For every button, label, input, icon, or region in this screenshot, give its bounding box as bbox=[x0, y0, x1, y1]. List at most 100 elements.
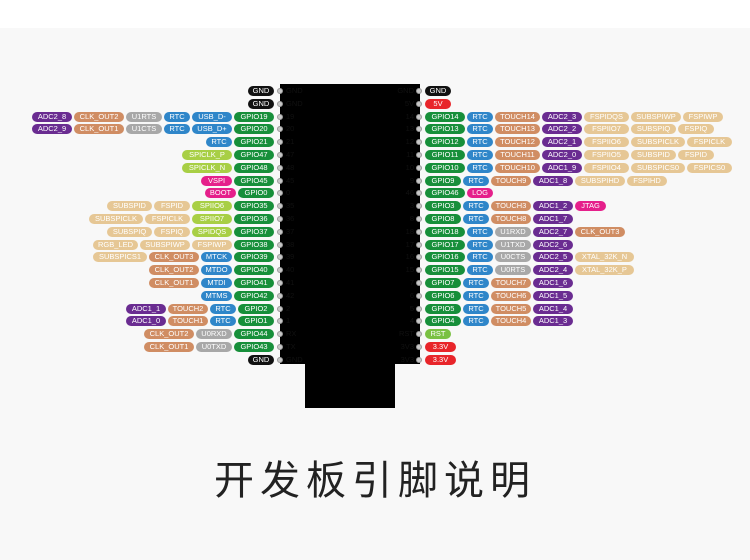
pin-label-rtc: RTC bbox=[463, 201, 489, 211]
pin-label-gpio16: GPIO16 bbox=[425, 252, 465, 262]
pin-label-mtdo: MTDO bbox=[201, 265, 232, 275]
pin-label-vspi: VSPI bbox=[201, 176, 232, 186]
page-title: 开发板引脚说明 bbox=[214, 458, 536, 504]
pin-header-dot bbox=[416, 88, 422, 94]
pin-label-fspiq: FSPIQ bbox=[154, 227, 190, 237]
pin-header-dot bbox=[416, 139, 422, 145]
pin-header-dot bbox=[277, 126, 283, 132]
pin-label-fspiq: FSPIQ bbox=[678, 124, 714, 134]
pin-label-gpio45: GPIO45 bbox=[234, 176, 274, 186]
pin-label-gpio8: GPIO8 bbox=[425, 214, 461, 224]
pin-header-dot bbox=[277, 190, 283, 196]
pin-label-gnd: GND bbox=[248, 86, 274, 96]
pin-number: 39 bbox=[286, 252, 295, 261]
pin-header-dot bbox=[416, 190, 422, 196]
pin-label-gpio17: GPIO17 bbox=[425, 240, 465, 250]
pin-label-gpio2: GPIO2 bbox=[238, 304, 274, 314]
pin-number: 3 bbox=[409, 201, 414, 210]
pin-label-usb-d: USB_D+ bbox=[192, 124, 232, 134]
pin-label-u1rts: U1RTS bbox=[126, 112, 162, 122]
pin-label-gpio39: GPIO39 bbox=[234, 252, 274, 262]
pin-label-rtc: RTC bbox=[467, 227, 493, 237]
pin-label-rtc: RTC bbox=[463, 278, 489, 288]
pin-number: 9 bbox=[409, 176, 414, 185]
pin-number: 16 bbox=[405, 252, 414, 261]
pin-label-adc1-5: ADC1_5 bbox=[533, 291, 573, 301]
pin-header-dot bbox=[416, 165, 422, 171]
pin-label-touch8: TOUCH8 bbox=[491, 214, 531, 224]
pin-header-dot bbox=[277, 203, 283, 209]
pin-label-adc1-6: ADC1_6 bbox=[533, 278, 573, 288]
pin-label-gpio0: GPIO0 bbox=[238, 188, 274, 198]
pin-label-adc1-9: ADC1_9 bbox=[542, 163, 582, 173]
pin-number: 38 bbox=[286, 240, 295, 249]
pin-label-gpio19: GPIO19 bbox=[234, 112, 274, 122]
pin-label-boot: BOOT bbox=[205, 188, 236, 198]
pin-label-xtal-32k-n: XTAL_32K_N bbox=[575, 252, 634, 262]
pin-label-gpio15: GPIO15 bbox=[425, 265, 465, 275]
pin-label-touch6: TOUCH6 bbox=[491, 291, 531, 301]
pin-label-gpio9: GPIO9 bbox=[425, 176, 461, 186]
pin-header-dot bbox=[416, 101, 422, 107]
pin-label-gpio36: GPIO36 bbox=[234, 214, 274, 224]
pin-label-rtc: RTC bbox=[463, 316, 489, 326]
pin-label-touch7: TOUCH7 bbox=[491, 278, 531, 288]
pin-number: 45 bbox=[286, 176, 295, 185]
pin-label-subspiclk: SUBSPICLK bbox=[631, 137, 685, 147]
pin-header-dot bbox=[277, 306, 283, 312]
pin-header-dot bbox=[277, 331, 283, 337]
pin-label-gpio42: GPIO42 bbox=[234, 291, 274, 301]
pin-label-rtc: RTC bbox=[467, 265, 493, 275]
pin-label-fspiio4: FSPIIO4 bbox=[584, 163, 629, 173]
pin-header-dot bbox=[416, 344, 422, 350]
pin-number: 36 bbox=[286, 214, 295, 223]
pin-header-dot bbox=[277, 152, 283, 158]
pin-header-dot bbox=[416, 293, 422, 299]
pin-label-adc1-2: ADC1_2 bbox=[533, 201, 573, 211]
pin-number: GND bbox=[286, 86, 303, 95]
pin-label-adc2-0: ADC2_0 bbox=[542, 150, 582, 160]
pin-number: 48 bbox=[286, 163, 295, 172]
pin-number: 20 bbox=[286, 124, 295, 133]
pin-label-subspid: SUBSPID bbox=[107, 201, 152, 211]
pin-label-gpio7: GPIO7 bbox=[425, 278, 461, 288]
pin-label-adc1-1: ADC1_1 bbox=[126, 304, 166, 314]
pin-label-rtc: RTC bbox=[164, 124, 190, 134]
pin-label-gpio44: GPIO44 bbox=[234, 329, 274, 339]
pin-header-dot bbox=[277, 318, 283, 324]
pin-header-dot bbox=[277, 242, 283, 248]
pin-label-adc1-7: ADC1_7 bbox=[533, 214, 573, 224]
pin-number: 5V bbox=[404, 99, 414, 108]
pin-label-adc1-4: ADC1_4 bbox=[533, 304, 573, 314]
pin-header-dot bbox=[277, 280, 283, 286]
pin-label-mtdi: MTDI bbox=[201, 278, 232, 288]
pin-label-fspiclk: FSPICLK bbox=[145, 214, 190, 224]
pin-number: GND bbox=[286, 355, 303, 364]
pin-number: 47 bbox=[286, 150, 295, 159]
pin-label-spiclk-p: SPICLK_P bbox=[182, 150, 232, 160]
pin-header-dot bbox=[416, 280, 422, 286]
pin-header-dot bbox=[416, 152, 422, 158]
pin-label-adc2-4: ADC2_4 bbox=[533, 265, 573, 275]
pin-label-fspiio6: FSPIIO6 bbox=[584, 137, 629, 147]
pin-number: 7 bbox=[409, 278, 414, 287]
pin-label-clk-out3: CLK_OUT3 bbox=[575, 227, 625, 237]
pin-label-gpio43: GPIO43 bbox=[234, 342, 274, 352]
pin-number: GND bbox=[286, 99, 303, 108]
pin-label-gpio10: GPIO10 bbox=[425, 163, 465, 173]
pin-label-subspiq: SUBSPIQ bbox=[107, 227, 152, 237]
pin-header-dot bbox=[277, 88, 283, 94]
pin-label-touch10: TOUCH10 bbox=[495, 163, 540, 173]
pin-label-fspid: FSPID bbox=[154, 201, 190, 211]
pin-header-dot bbox=[277, 229, 283, 235]
pin-label-gpio18: GPIO18 bbox=[425, 227, 465, 237]
pin-label-adc2-5: ADC2_5 bbox=[533, 252, 573, 262]
pin-label-adc2-6: ADC2_6 bbox=[533, 240, 573, 250]
pin-label-clk-out1: CLK_OUT1 bbox=[144, 342, 194, 352]
pin-label-touch3: TOUCH3 bbox=[491, 201, 531, 211]
pin-label-touch9: TOUCH9 bbox=[491, 176, 531, 186]
pin-header-dot bbox=[416, 357, 422, 363]
pin-number: 2 bbox=[286, 304, 291, 313]
pin-label-gpio35: GPIO35 bbox=[234, 201, 274, 211]
